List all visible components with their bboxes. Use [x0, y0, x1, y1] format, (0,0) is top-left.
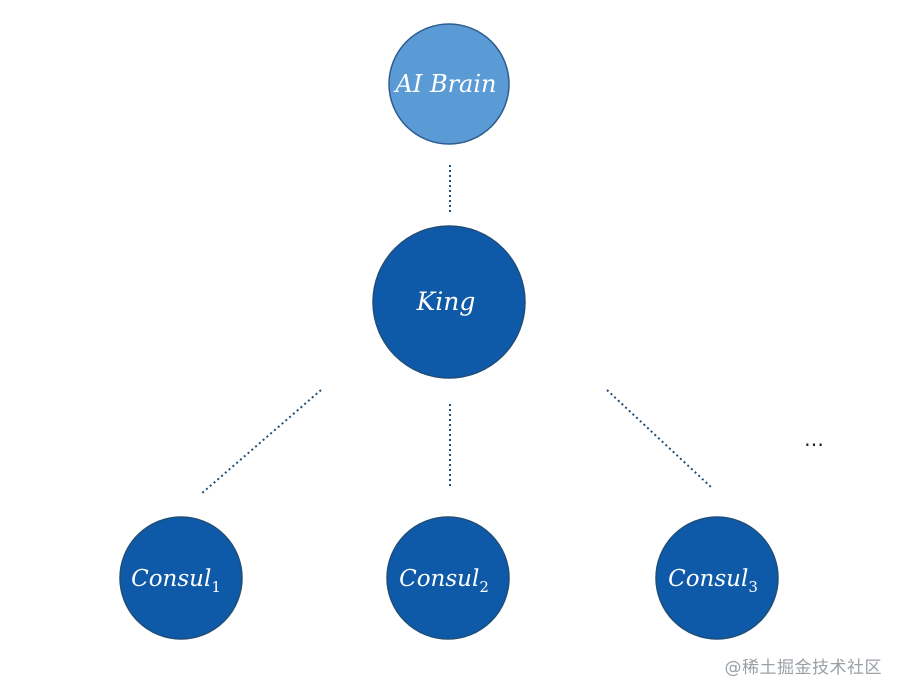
node-consul-1-subscript: 1: [211, 578, 221, 596]
node-consul-2[interactable]: Consul2: [386, 516, 510, 640]
connector-king-consul-3: [606, 389, 713, 489]
node-consul-1[interactable]: Consul1: [119, 516, 243, 640]
node-consul-3[interactable]: Consul3: [655, 516, 779, 640]
node-consul-3-subscript: 3: [748, 578, 758, 596]
node-king-label: King: [416, 287, 476, 316]
node-consul-2-label: Consul2: [399, 566, 489, 596]
node-ai-brain[interactable]: AI Brain: [388, 23, 510, 145]
node-consul-2-subscript: 2: [479, 578, 489, 596]
node-consul-3-label: Consul3: [668, 566, 758, 596]
watermark: @稀土掘金技术社区: [724, 658, 882, 678]
connector-king-consul-1: [200, 389, 322, 495]
node-consul-1-label: Consul1: [131, 566, 221, 596]
node-ai-brain-label: AI Brain: [394, 70, 497, 98]
node-king[interactable]: King: [372, 225, 526, 379]
more-nodes-ellipsis: …: [804, 427, 824, 451]
